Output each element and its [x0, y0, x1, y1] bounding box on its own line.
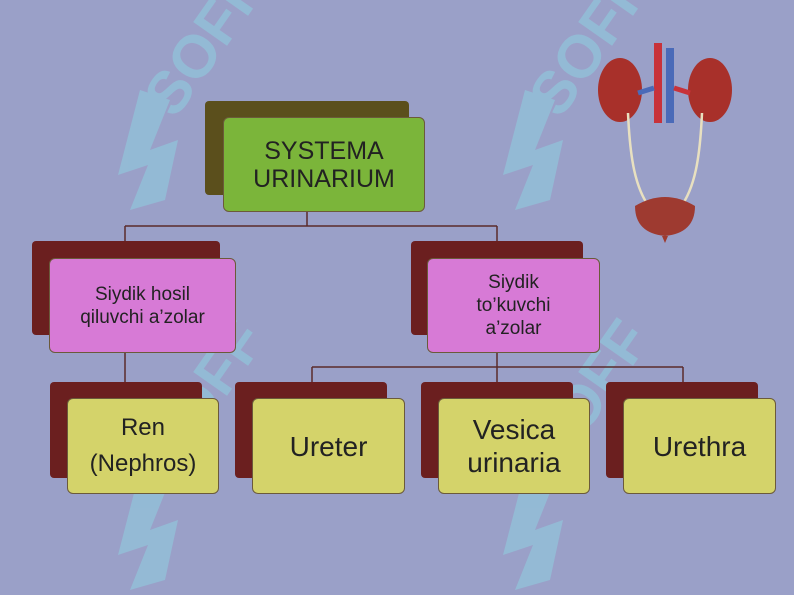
leaf-ureter-node: Ureter	[252, 398, 405, 494]
kidneys-bladder-illustration	[598, 43, 732, 243]
root-label: SYSTEMA URINARIUM	[253, 136, 395, 193]
leaf-vesica-label: Vesica urinaria	[467, 414, 561, 478]
leaf-ureter-label: Ureter	[289, 430, 368, 462]
leaf-urethra-node: Urethra	[623, 398, 776, 494]
leaf-ren-node: Ren (Nephros)	[67, 398, 219, 494]
leaf-urethra-label: Urethra	[652, 430, 747, 462]
root-node: SYSTEMA URINARIUM	[223, 117, 425, 212]
branch-1-label: Siydik hosil qiluvchi a’zolar	[80, 283, 205, 328]
branch-2-label: Siydik to’kuvchi a’zolar	[476, 272, 551, 339]
branch-2-node: Siydik to’kuvchi a’zolar	[427, 258, 600, 353]
leaf-vesica-node: Vesica urinaria	[438, 398, 590, 494]
branch-1-node: Siydik hosil qiluvchi a’zolar	[49, 258, 236, 353]
leaf-ren-label: Ren (Nephros)	[89, 414, 197, 477]
